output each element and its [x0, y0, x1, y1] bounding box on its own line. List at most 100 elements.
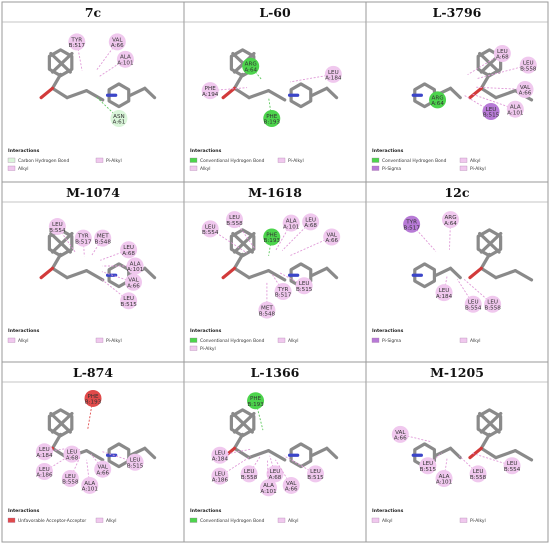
residue-id: A:66 [285, 487, 298, 493]
residue-name: ARG [444, 215, 456, 221]
legend-title: Interactions [190, 508, 222, 514]
residue-circle [464, 295, 482, 313]
residue-id: B:515 [307, 475, 324, 481]
residue-name: LEU [497, 49, 508, 55]
residue-name: LEU [229, 215, 240, 221]
interaction-line [272, 274, 284, 292]
residue-circle [61, 469, 79, 487]
residue-name: LEU [468, 300, 479, 306]
residue-id: B:548 [95, 239, 112, 245]
residue-circle [35, 443, 53, 461]
panel-title: L-1366 [251, 365, 300, 380]
panel-border [1, 1, 185, 183]
panel-title: L-874 [73, 365, 113, 380]
residue-circle [429, 91, 447, 109]
residue-circle [419, 457, 437, 475]
residue-id: B:558 [241, 475, 258, 481]
legend-label: Alkyl [288, 518, 298, 524]
residue-circle [120, 292, 138, 310]
residue-name: ALA [120, 55, 131, 61]
legend-swatch [277, 517, 286, 523]
residue-id: A:64 [244, 67, 257, 73]
legend-label: Pi-Alkyl [470, 518, 486, 524]
residue-name: LEU [123, 245, 134, 251]
interaction-line [219, 456, 251, 477]
residue-name: LEU [270, 469, 281, 475]
residue-id: A:184 [325, 76, 342, 82]
residue-circle [274, 283, 292, 301]
residue-id: A:101 [127, 267, 144, 273]
residue-name: ALA [510, 105, 521, 111]
residue-id: A:101 [507, 110, 524, 116]
residue-circle [74, 229, 92, 247]
residue-name: LEU [328, 70, 339, 76]
residue-name: PHE [266, 232, 278, 238]
residue-circle [516, 80, 534, 98]
legend-title: Interactions [372, 508, 404, 514]
legend-swatch [189, 345, 198, 351]
legend-title: Interactions [190, 148, 222, 154]
legend-label: Alkyl [18, 338, 28, 344]
interaction-line [476, 64, 529, 80]
residue-circle [506, 100, 524, 118]
residue-id: A:186 [212, 477, 229, 483]
residue-name: MET [97, 234, 109, 240]
residue-circle [482, 103, 500, 121]
residue-circle [493, 45, 511, 63]
residue-circle [435, 469, 453, 487]
residue-name: LEU [130, 458, 141, 464]
panel-12c: 12cTYRB:517ARGA:64LEUA:184LEUB:554LEUB:5… [365, 181, 549, 363]
residue-id: B:558 [520, 66, 537, 72]
residue-circle [120, 241, 138, 259]
residue-id: B:515 [127, 463, 144, 469]
panel-L-3796: L-3796LEUA:68LEUB:558VALA:66ALAA:101ARGA… [365, 1, 549, 183]
residue-circle [323, 228, 341, 246]
legend-swatch [7, 337, 16, 343]
legend-swatch [189, 165, 198, 171]
residue-id: B:193 [264, 238, 281, 244]
legend-title: Interactions [8, 328, 40, 334]
panel-border [183, 181, 367, 363]
legend-label: Conventional Hydrogen Bond [382, 158, 447, 164]
residue-name: ALA [439, 474, 450, 480]
residue-id: A:64 [444, 221, 457, 227]
residue-id: A:184 [212, 456, 229, 462]
residue-name: VAL [98, 465, 109, 471]
ligand-structure [221, 48, 339, 109]
residue-id: B:517 [75, 239, 92, 245]
legend-swatch [371, 517, 380, 523]
panel-border [183, 361, 367, 543]
legend-title: Interactions [8, 508, 40, 514]
legend-swatch [371, 157, 380, 163]
residue-id: A:66 [519, 91, 532, 97]
legend-swatch [7, 157, 16, 163]
residue-id: A:68 [496, 55, 509, 61]
legend-title: Interactions [372, 148, 404, 154]
legend-swatch [277, 337, 286, 343]
residue-id: A:184 [36, 453, 53, 459]
residue-name: ALA [84, 481, 95, 487]
interaction-line [281, 221, 311, 251]
residue-name: VAL [326, 232, 337, 238]
residue-circle [469, 465, 487, 483]
